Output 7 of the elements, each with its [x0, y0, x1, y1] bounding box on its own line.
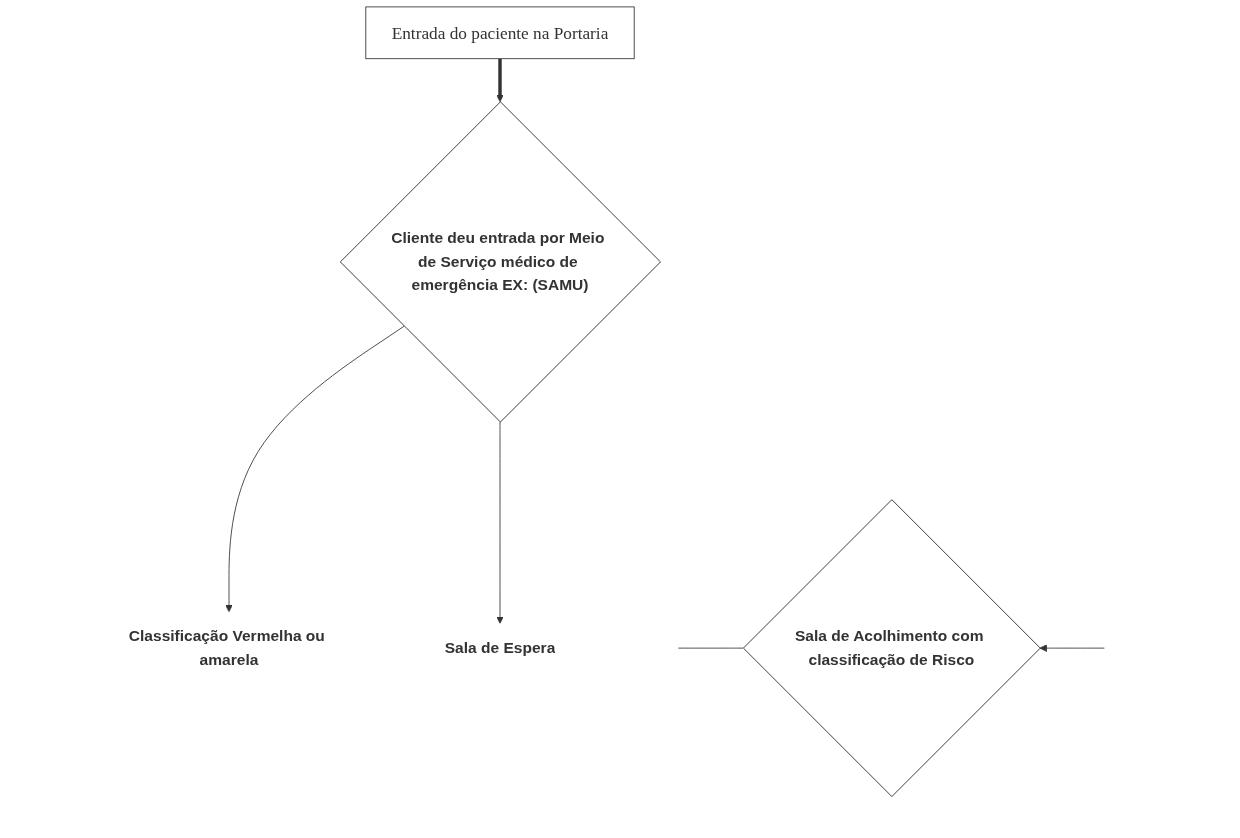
node-box: Entrada do paciente na Portaria [365, 6, 635, 60]
node-text: Classificação Vermelha ou amarela [128, 627, 325, 668]
connector [677, 647, 743, 649]
node-diamond: Cliente deu entrada por Meio de Serviço médico de emergência EX: (SAMU) [339, 101, 661, 423]
arrow [495, 58, 504, 103]
node-diamond: Sala de Acolhimento com classificação de Risco [742, 499, 1041, 797]
node-text: Sala de Espera [444, 639, 555, 657]
